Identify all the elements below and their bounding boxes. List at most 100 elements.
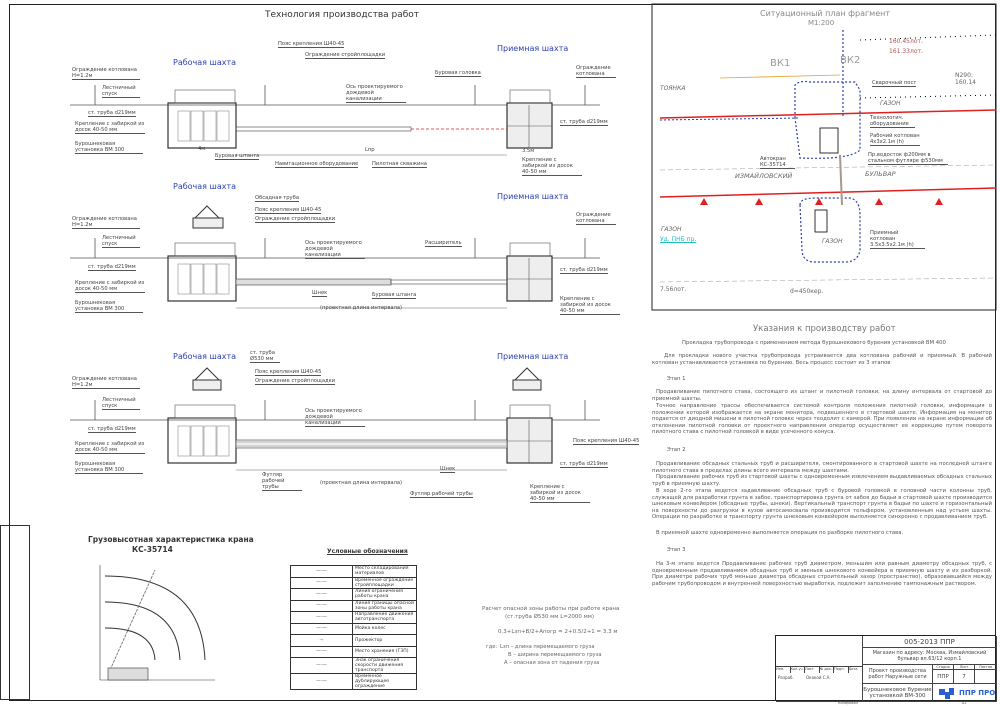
d3-belt-r: Пояс крепления Ш40-45 bbox=[573, 438, 640, 445]
legend-label: Направление движения автотранспорта bbox=[352, 611, 417, 624]
tb-col-header: Лист bbox=[805, 666, 820, 673]
legend-table: —·—Место складирования материалов—·—Врем… bbox=[290, 565, 417, 690]
crane-hook-load bbox=[193, 205, 221, 219]
red-line bbox=[659, 109, 997, 119]
auger bbox=[235, 441, 508, 447]
legend-symbol-icon: —·— bbox=[290, 657, 353, 674]
street-line bbox=[659, 164, 997, 171]
calc-where: где: bbox=[486, 644, 498, 650]
tb-col-header: Дата bbox=[848, 666, 863, 673]
tb-stage-h: Стадия bbox=[933, 665, 954, 670]
d1-fix-r: Крепление с забиркой из досок 40-50 мм bbox=[522, 157, 582, 176]
site-bk1: ВК1 bbox=[770, 58, 791, 69]
d2-expander: Расширитель bbox=[425, 240, 462, 247]
legend-row: ⊸Прожектор bbox=[290, 634, 417, 647]
d1-belt: Пояс крепления Ш40-45 bbox=[278, 41, 345, 48]
crane-hook-load bbox=[193, 367, 221, 381]
site-plan-frame bbox=[651, 3, 997, 311]
legend-label: Мойка колес bbox=[352, 622, 417, 635]
legend-symbol-icon: ⊸ bbox=[290, 634, 353, 647]
d1-pipe: ст. труба d219мм bbox=[88, 110, 136, 117]
d1-ladder: Лестничный спуск bbox=[102, 85, 140, 98]
work-pipe-case bbox=[235, 439, 508, 449]
site-pit: Рабочий котлован 4х3х2.1м (h) bbox=[870, 133, 920, 146]
d1-pilot: Пилотная скважина bbox=[372, 161, 427, 168]
legend-row: —·—Знак ограничения скорости движения тр… bbox=[290, 657, 417, 674]
d1-head: Буровая головка bbox=[435, 70, 481, 77]
notes-p1: Для прокладки нового участка трубопровод… bbox=[652, 353, 992, 366]
d3-fix-r: Крепление с забиркой из досок 40-50 мм bbox=[530, 484, 590, 503]
site-street2: БУЛЬВАР bbox=[865, 170, 896, 178]
d3-pipe: ст. труба d219мм bbox=[88, 426, 136, 433]
d1-pipe-r: ст. труба d219мм bbox=[560, 119, 608, 126]
tb-col-header: Подп. bbox=[834, 666, 849, 673]
tb-dev: Разраб. bbox=[778, 675, 794, 680]
d1-length: Lпр bbox=[365, 147, 375, 153]
drill-rod bbox=[235, 126, 412, 132]
calc-l1: Расчет опасной зоны работы при работе кр… bbox=[482, 606, 620, 612]
legend-symbol-icon: —·— bbox=[290, 673, 353, 690]
d1-fence-site: Ограждение стройплощадки bbox=[305, 52, 386, 59]
legend-row: —·—Линия границы опасной зоны работы кра… bbox=[290, 599, 417, 612]
d3-pipe-r: ст. труба d219мм bbox=[560, 461, 608, 468]
d3-ladder: Лестничный спуск bbox=[102, 397, 140, 410]
load-curve bbox=[104, 601, 181, 661]
legend-symbol-icon: —·— bbox=[290, 622, 353, 635]
rig-frame bbox=[190, 425, 204, 457]
legend-label: Знак ограничения скорости движения транс… bbox=[352, 657, 417, 674]
d1-fix: Крепление с забиркой из досок 40-50 мм bbox=[75, 121, 145, 134]
site-title: Ситуационный план фрагмент bbox=[760, 9, 891, 18]
d1-rig: Бурошнековая установка ВМ 300 bbox=[75, 141, 143, 154]
tb-col-header: № док. bbox=[819, 666, 834, 673]
work-shaft-top bbox=[174, 89, 236, 104]
d2-rod: Буровая штанга bbox=[372, 292, 417, 299]
crane-hook-load bbox=[513, 367, 541, 381]
warning-triangle-icon bbox=[875, 198, 883, 205]
d3-rig: Бурошнековая установка ВМ 300 bbox=[75, 461, 143, 474]
tb-project: Проект производства работ Наружные сети bbox=[863, 665, 933, 684]
notes-p5: Продавливание рабочих труб из стартовой … bbox=[652, 474, 992, 487]
site-scale: М1:200 bbox=[808, 19, 835, 27]
site-street1: ИЗМАЙЛОВСКИЙ bbox=[735, 172, 793, 180]
dotted-fence bbox=[859, 34, 997, 41]
tb-logo: ППР ПРО bbox=[933, 684, 997, 702]
tb-logo-text: ППР ПРО bbox=[959, 688, 996, 697]
d3-work-shaft: Рабочая шахта bbox=[173, 352, 237, 361]
d2-pipe-r: ст. труба d219мм bbox=[560, 267, 608, 274]
recv-shaft bbox=[506, 417, 553, 464]
tb-stage: ППР bbox=[933, 670, 954, 684]
notes-title: Указания к производству работ bbox=[753, 324, 896, 334]
tb-sheet: 7 bbox=[954, 670, 975, 684]
d3-length: (проектная длина интервала) bbox=[320, 480, 403, 486]
notes-p8: На 3-м этапе ведется Продавливание рабоч… bbox=[652, 561, 992, 587]
warning-triangle-icon bbox=[755, 198, 763, 205]
legend-row: —·—Мойка колес bbox=[290, 622, 417, 635]
tb-col-header: Изм. bbox=[776, 666, 791, 673]
legend-symbol-icon: —·— bbox=[290, 599, 353, 612]
legend-label: Линия границы опасной зоны работы крана bbox=[352, 599, 417, 612]
tb-col-header: Кол.уч bbox=[790, 666, 805, 673]
temp-fence bbox=[659, 117, 801, 121]
load-curve bbox=[104, 575, 206, 661]
tb-sheet-h: Лист bbox=[954, 665, 975, 670]
d3-axis: Ось проектируемого дождевой канализации bbox=[305, 408, 365, 427]
site-elev1: 160.45лот. bbox=[889, 38, 923, 45]
d3-case: Футляр рабочей трубы bbox=[262, 472, 302, 491]
storage-plan bbox=[814, 209, 828, 233]
calc-w1: Lзп – длина перемещаемого груза bbox=[500, 644, 595, 650]
tb-object: Магазин по адресу: Москва, Измайловский … bbox=[863, 648, 997, 665]
site-elev3: 7.56лот. bbox=[660, 286, 687, 293]
tb-sheets bbox=[975, 670, 997, 684]
d1-rod: Буровая штанга bbox=[215, 153, 260, 160]
site-elev2: 161.33лот. bbox=[889, 48, 923, 55]
recv-shaft-top bbox=[509, 242, 551, 257]
d1-equip: Навигационное оборудование bbox=[275, 161, 359, 168]
tb-sheet-name: Бурошнековое бурение установкой ВМ-300 bbox=[863, 684, 933, 702]
d2-fence-site: Ограждение стройплощадки bbox=[255, 216, 336, 223]
calc-w3: А – опасная зона от падения груза bbox=[504, 660, 600, 666]
d1-fence-recv: Ограждение котлована bbox=[576, 65, 616, 78]
notes-p2: Продавливание пилотного става, состоящег… bbox=[652, 389, 992, 402]
notes-p6: В ходе 2-го этапа ведется задавливание о… bbox=[652, 488, 992, 521]
tech-title: Технология производства работ bbox=[265, 10, 420, 20]
